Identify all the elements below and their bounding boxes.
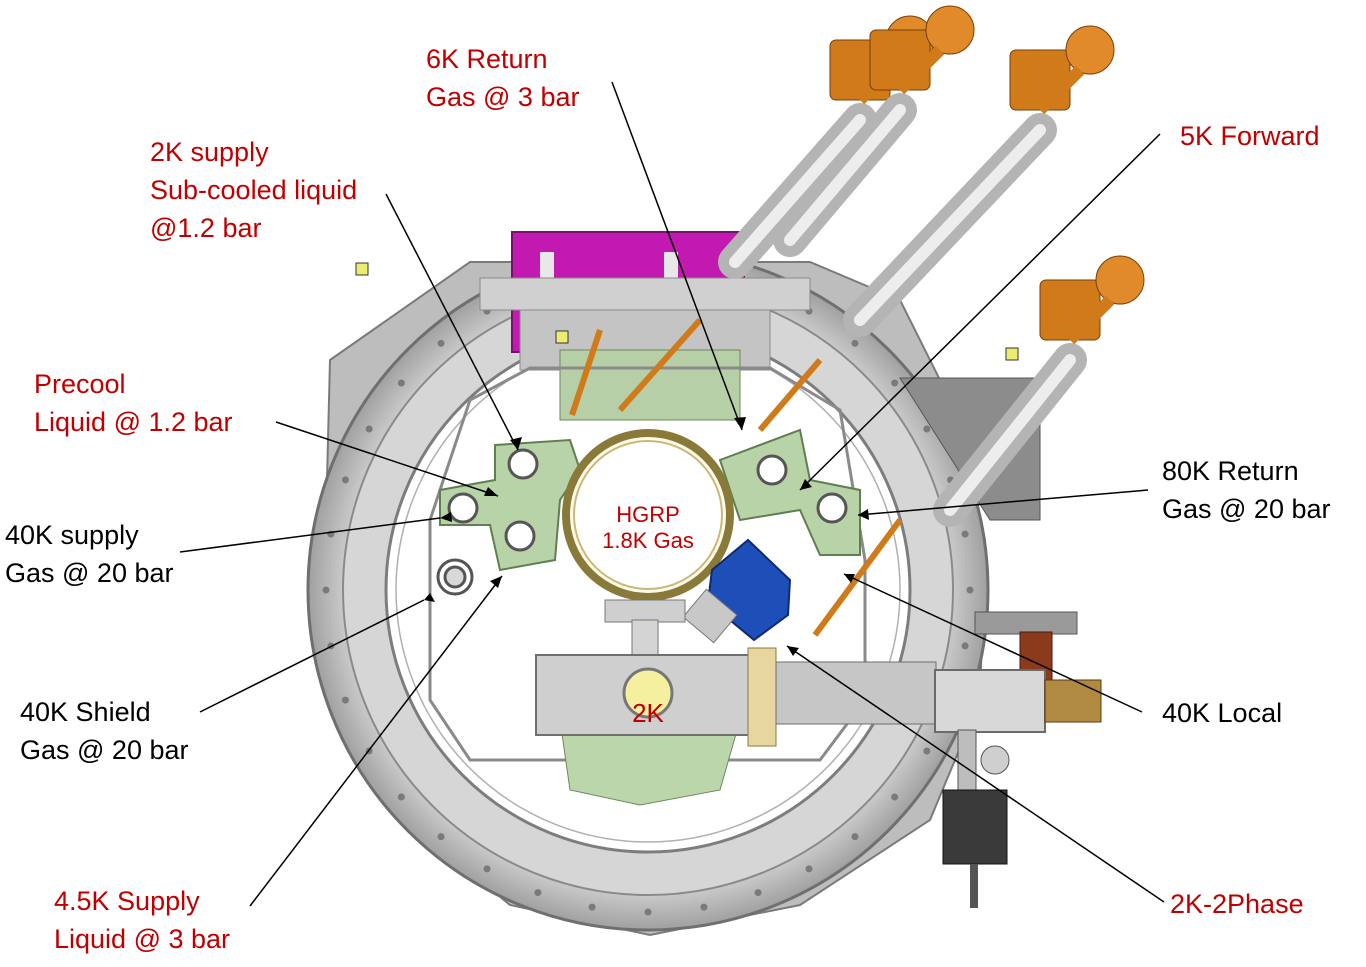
label-5k-forward-line1: 5K Forward [1180, 121, 1320, 151]
leader-arrowheads [424, 417, 869, 656]
blue-motor [682, 538, 792, 644]
label-2k-supply-line2: Sub-cooled liquid [150, 175, 358, 205]
label-2k-supply-line3: @1.2 bar [150, 213, 262, 243]
label-40k-supply-line1: 40K supply [5, 520, 139, 550]
marker-icons [355, 262, 1019, 361]
bolt-hole [437, 339, 445, 347]
bolt-hole [961, 530, 969, 538]
bolt-hole [644, 908, 652, 916]
line-ports [436, 448, 848, 596]
bolt-hole [700, 903, 708, 911]
label-40k-shield: 40K Shield Gas @ 20 bar [20, 693, 189, 769]
label-hgrp-line2: 1.8K Gas [602, 528, 694, 553]
bolt-hole [397, 793, 405, 801]
bolt-hole [923, 425, 931, 433]
label-hgrp: HGRP 1.8K Gas [588, 502, 708, 554]
label-40k-supply: 40K supply Gas @ 20 bar [5, 516, 174, 592]
hgrp-pipe [562, 429, 734, 601]
bolt-hole [534, 889, 542, 897]
label-2k-2phase-line1: 2K-2Phase [1170, 889, 1304, 919]
green-support-plates [439, 428, 861, 806]
bolt-hole [891, 379, 899, 387]
label-6k-return: 6K Return Gas @ 3 bar [426, 40, 579, 116]
bolt-hole [437, 833, 445, 841]
copper-line [617, 318, 703, 412]
label-2k-2phase: 2K-2Phase [1170, 885, 1304, 923]
bolt-hole [483, 865, 491, 873]
bolt-hole [322, 586, 330, 594]
shield-octagon [428, 366, 867, 762]
leader-lines [179, 81, 1165, 907]
bolt-hole [851, 833, 859, 841]
bolt-hole [341, 476, 349, 484]
bolt-hole [365, 425, 373, 433]
label-40k-local: 40K Local [1162, 694, 1282, 732]
label-40k-local-line1: 40K Local [1162, 698, 1283, 728]
copper-line [812, 518, 903, 637]
bolt-hole [341, 696, 349, 704]
two-k-valve-assembly [535, 599, 937, 747]
right-side-hardware [899, 377, 1102, 908]
bolt-hole [754, 889, 762, 897]
label-6k-return-line1: 6K Return [426, 44, 548, 74]
label-80k-return-line1: 80K Return [1162, 456, 1299, 486]
label-80k-return-line2: Gas @ 20 bar [1162, 494, 1331, 524]
label-hgrp-line1: HGRP [616, 502, 680, 527]
label-4-5k-supply-line1: 4.5K Supply [54, 886, 200, 916]
label-80k-return: 80K Return Gas @ 20 bar [1162, 452, 1331, 528]
label-precool-line1: Precool [34, 369, 126, 399]
label-40k-shield-line2: Gas @ 20 bar [20, 735, 189, 765]
top-magenta-block [479, 231, 811, 421]
transfer-line [773, 5, 975, 257]
bolt-hole [397, 379, 405, 387]
label-2k-inner: 2K [632, 698, 664, 728]
label-precool-line2: Liquid @ 1.2 bar [34, 407, 233, 437]
bolt-hole [851, 339, 859, 347]
bolt-hole [961, 642, 969, 650]
bolt-hole [805, 865, 813, 873]
transfer-lines [569, 5, 1145, 637]
bolt-hole [923, 747, 931, 755]
label-5k-forward: 5K Forward [1180, 117, 1320, 155]
transfer-line [933, 255, 1145, 527]
label-2k-supply: 2K supply Sub-cooled liquid @1.2 bar [150, 133, 357, 247]
copper-line [757, 358, 823, 432]
label-4-5k-supply-line2: Liquid @ 3 bar [54, 924, 231, 954]
label-2k-supply-line1: 2K supply [150, 137, 269, 167]
transfer-line [843, 25, 1115, 337]
label-6k-return-line2: Gas @ 3 bar [426, 82, 580, 112]
copper-line [569, 329, 603, 416]
bolt-hole [588, 903, 596, 911]
label-40k-supply-line2: Gas @ 20 bar [5, 558, 174, 588]
bolt-hole [891, 793, 899, 801]
label-4-5k-supply: 4.5K Supply Liquid @ 3 bar [54, 882, 230, 958]
label-precool: Precool Liquid @ 1.2 bar [34, 365, 233, 441]
bolt-hole [966, 586, 974, 594]
label-40k-shield-line1: 40K Shield [20, 697, 151, 727]
